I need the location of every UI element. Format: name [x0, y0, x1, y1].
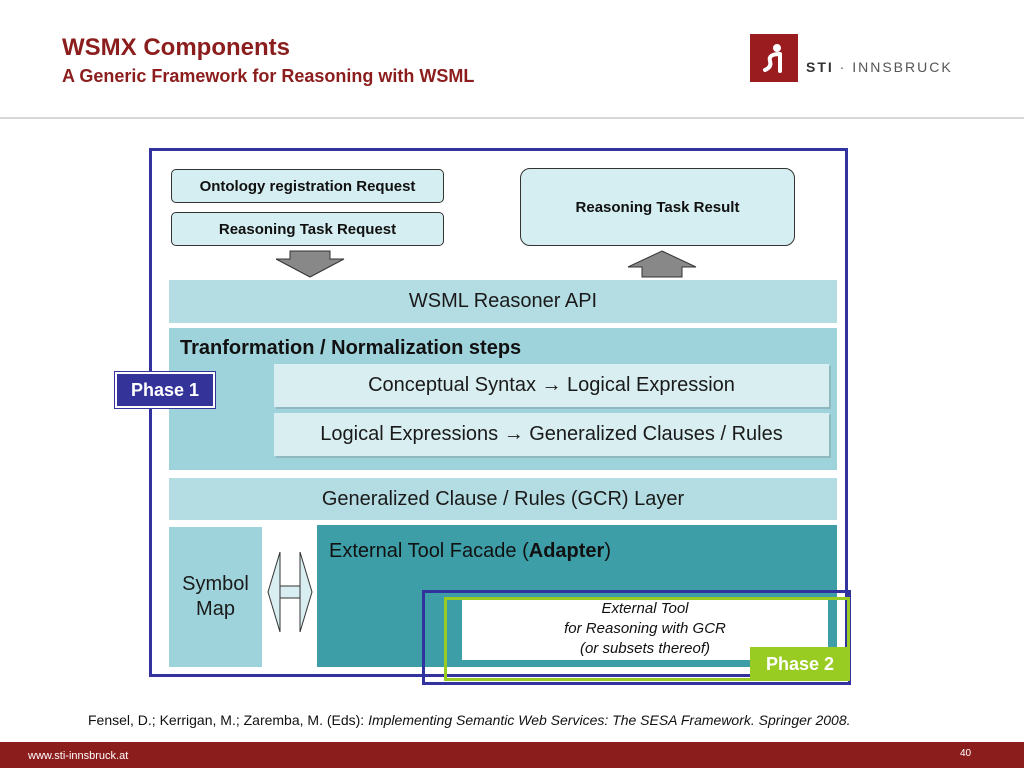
external-tool-line2: for Reasoning with GCR [564, 619, 726, 637]
phase2-label: Phase 2 [750, 647, 850, 681]
logo-text-bold: STI [806, 59, 834, 75]
reasoning-task-request-box: Reasoning Task Request [171, 212, 444, 246]
ontology-registration-request-box: Ontology registration Request [171, 169, 444, 203]
phase2-frame [444, 597, 850, 681]
gcr-layer: Generalized Clause / Rules (GCR) Layer [169, 478, 837, 520]
symbol-map-label-line2: Map [196, 598, 235, 620]
phase1-label: Phase 1 [114, 371, 216, 409]
transformation-title: Tranformation / Normalization steps [180, 337, 522, 359]
down-arrow-icon [275, 250, 345, 278]
citation: Fensel, D.; Kerrigan, M.; Zaremba, M. (E… [88, 712, 851, 728]
symbol-map-box: Symbol Map [169, 527, 262, 667]
up-arrow-icon [627, 250, 697, 278]
external-tool-line1: External Tool [601, 599, 689, 617]
symbol-map-label-line1: Symbol [182, 573, 249, 595]
citation-work: Implementing Semantic Web Services: The … [368, 712, 851, 728]
sti-logo-icon [750, 34, 798, 82]
logo-text-rest: · INNSBRUCK [833, 59, 953, 75]
external-tool-line3: (or subsets thereof) [579, 639, 711, 657]
logo-text: STI · INNSBRUCK [806, 59, 953, 75]
footer-url: www.sti-innsbruck.at [28, 750, 129, 762]
reasoning-task-result-box: Reasoning Task Result [520, 168, 795, 246]
double-arrow-icon [267, 551, 313, 633]
footer-bar [0, 742, 1024, 768]
wsml-reasoner-api-layer: WSML Reasoner API [169, 280, 837, 323]
header-divider [0, 117, 1024, 119]
logical-expressions-step: Logical Expressions → Generalized Clause… [274, 413, 829, 456]
page-title: WSMX Components [62, 34, 290, 61]
page-subtitle: A Generic Framework for Reasoning with W… [62, 66, 475, 86]
phase1-frame [149, 148, 848, 677]
facade-label-bold: Adapter [528, 540, 605, 562]
facade-label-prefix: External Tool Facade ( [329, 540, 529, 562]
facade-label-suffix: ) [604, 540, 611, 562]
external-tool-facade-label: External Tool Facade (Adapter) [329, 540, 611, 563]
conceptual-syntax-step: Conceptual Syntax → Logical Expression [274, 364, 829, 407]
page-number: 40 [960, 748, 972, 759]
citation-authors: Fensel, D.; Kerrigan, M.; Zaremba, M. (E… [88, 712, 369, 728]
